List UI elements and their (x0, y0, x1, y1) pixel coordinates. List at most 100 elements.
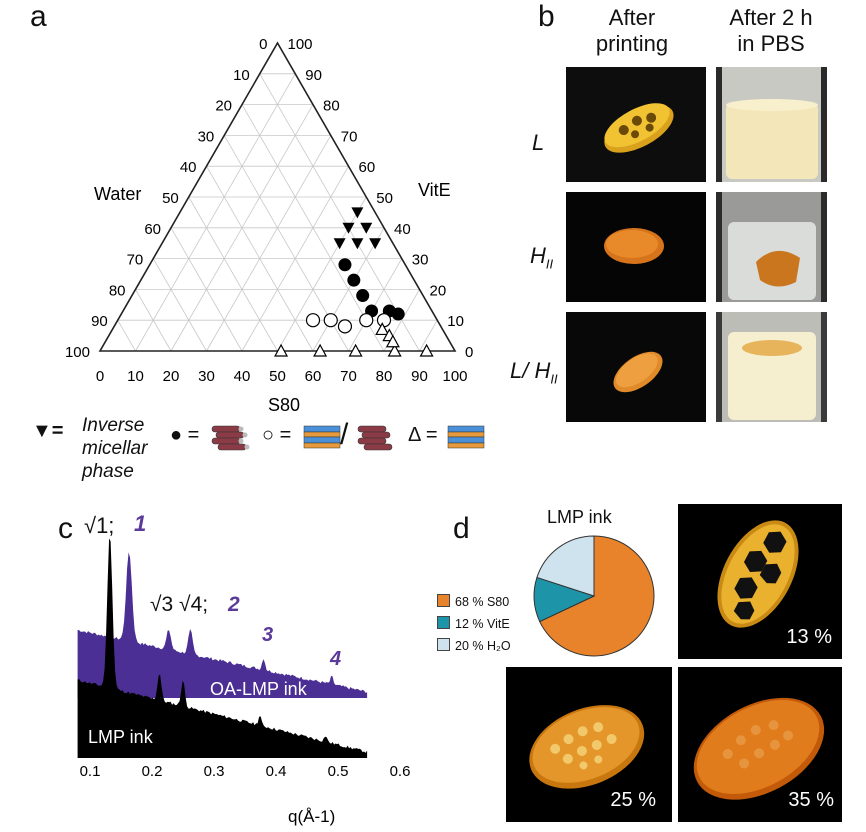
water-tick-label: 50 (162, 190, 179, 207)
peak-index-2: 2 (228, 593, 240, 616)
oa-lmp-ink-label: OA-LMP ink (210, 679, 308, 699)
grid-line-s80 (135, 73, 296, 352)
saxs-x-tick: 0.1 (80, 763, 101, 780)
lmp-ink-label: LMP ink (88, 727, 154, 747)
filled-circle-point (391, 307, 405, 321)
panel-label-a: a (30, 0, 47, 33)
water-tick-label: 30 (198, 128, 215, 145)
col-header-after-pbs: After 2 h in PBS (706, 5, 836, 57)
vite-tick-label: 100 (288, 36, 313, 53)
vite-tick-label: 50 (376, 190, 393, 207)
photo-l-hii-after-pbs (716, 312, 827, 422)
open-triangle-point (385, 334, 400, 348)
open-circle-point (323, 313, 338, 328)
s80-tick-label: 80 (376, 368, 393, 385)
photo-l-after-printing (566, 67, 706, 182)
peak-label-sqrt3-sqrt4: √3 √4; (150, 593, 209, 616)
saxs-x-tick: 0.3 (204, 763, 225, 780)
s80-tick-label: 0 (96, 368, 104, 385)
photo-l-hii-after-printing (566, 312, 706, 422)
open-triangle-point (274, 343, 289, 357)
row3-main: L/ H (510, 358, 551, 383)
photo-35-percent: 35 % (678, 667, 842, 822)
open-triangle-point (387, 343, 402, 357)
s80-tick-label: 60 (305, 368, 322, 385)
vite-tick-label: 10 (447, 313, 464, 330)
pie-legend-vite: 12 % VitE (437, 613, 511, 635)
inverse-micellar-point (333, 238, 346, 250)
pie-legend: 68 % S80 12 % VitE 20 % H₂O (437, 591, 511, 657)
open-triangle-point (313, 343, 328, 357)
saxs-x-tick: 0.4 (266, 763, 287, 780)
pie-title: LMP ink (547, 507, 612, 527)
peak-index-1: 1 (134, 511, 147, 536)
open-circle-point (359, 313, 374, 328)
panel-label-d: d (453, 512, 470, 545)
water-tick-label: 70 (127, 252, 144, 269)
open-triangle-point (419, 343, 434, 357)
panel-label-c: c (58, 512, 73, 545)
col2-line2: in PBS (737, 31, 805, 56)
inverse-micellar-point (360, 222, 373, 234)
label-25-percent: 25 % (610, 789, 656, 811)
series-oa-lmp-ink (77, 552, 368, 698)
vite-tick-label: 90 (305, 67, 322, 84)
ternary-ticks: 0102030405060708090100100908070605040302… (65, 36, 473, 385)
col1-line1: After (608, 5, 656, 30)
photo-13-percent: 13 % (678, 504, 842, 659)
ternary-points (274, 207, 434, 357)
photo-hii-after-pbs (716, 192, 827, 302)
row2-sub: II (545, 256, 554, 272)
water-tick-label: 60 (144, 221, 161, 238)
pie-legend-label-vite: 12 % VitE (455, 617, 510, 631)
series-lmp-ink (77, 538, 368, 758)
col-header-after-printing: After printing (567, 5, 697, 57)
water-tick-label: 80 (109, 282, 126, 299)
grid-line-s80 (348, 258, 403, 352)
vite-tick-label: 60 (359, 159, 376, 176)
ternary-diagram: 0102030405060708090100100908070605040302… (65, 36, 473, 415)
vite-tick-label: 20 (430, 282, 447, 299)
grid-line-water (259, 73, 420, 352)
grid-line-s80 (206, 135, 332, 352)
water-tick-label: 10 (233, 67, 250, 84)
legend-open-symbol: ○ = (262, 424, 292, 446)
grid-line-water (170, 227, 243, 352)
col2-line1: After 2 h (729, 5, 813, 30)
lamellar-layer-icon (303, 425, 341, 449)
peak-index-4: 4 (330, 648, 342, 670)
inverse-micellar-point (342, 222, 355, 234)
s80-axis-label: S80 (268, 395, 300, 415)
legend-inverse-text: Inverse micellar phase (82, 414, 147, 483)
water-tick-label: 40 (180, 159, 197, 176)
panel-label-b: b (538, 0, 555, 33)
label-13-percent: 13 % (786, 626, 832, 648)
pie-legend-swatch-s80 (437, 594, 450, 607)
filled-circle-point (338, 258, 352, 272)
inverse-micellar-point (369, 238, 382, 250)
peak-index-3: 3 (262, 624, 274, 646)
legend-inverse-line1: Inverse (82, 415, 145, 436)
water-tick-label: 0 (259, 36, 267, 53)
pie-legend-s80: 68 % S80 (437, 591, 511, 613)
water-tick-label: 90 (91, 313, 108, 330)
vite-axis-label: VitE (418, 180, 451, 200)
row2-main: H (530, 243, 546, 268)
legend-triangle-symbol: Δ = (408, 424, 438, 446)
grid-line-s80 (277, 196, 367, 352)
pie-chart (533, 535, 655, 657)
vite-tick-label: 30 (412, 252, 429, 269)
vite-tick-label: 80 (323, 98, 340, 115)
open-circle-point (305, 313, 321, 328)
photo-25-percent: 25 % (506, 667, 672, 822)
s80-tick-label: 20 (163, 368, 180, 385)
filled-circle-point (347, 273, 361, 287)
grid-line-s80 (312, 227, 385, 352)
s80-tick-label: 10 (127, 368, 144, 385)
water-tick-label: 20 (215, 98, 232, 115)
open-triangle-point (348, 343, 363, 357)
saxs-x-tick: 0.2 (142, 763, 163, 780)
s80-tick-label: 50 (269, 368, 286, 385)
legend-inverse-line2: micellar (82, 438, 148, 459)
